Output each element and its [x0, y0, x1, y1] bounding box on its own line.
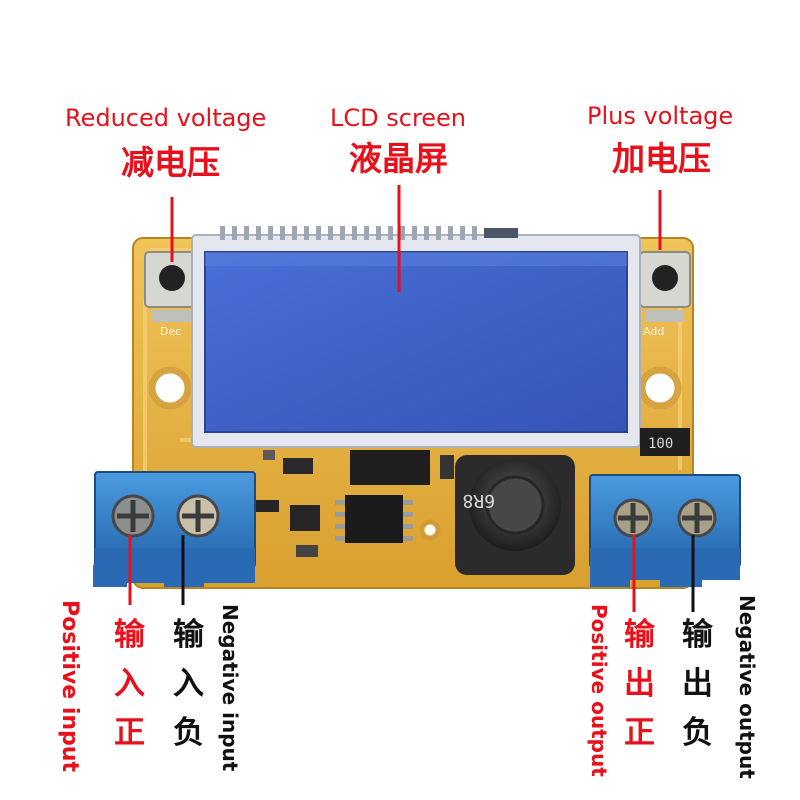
negative-input-zh-char: 入: [173, 666, 204, 702]
positive-input-zh-char: 入: [114, 666, 145, 702]
add-marking: Add: [643, 325, 664, 338]
positive-output-zh: 输 出 正: [624, 620, 655, 767]
mounting-hole-left: [148, 366, 192, 410]
positive-input-zh: 输 入 正: [114, 620, 145, 767]
positive-output-zh-char: 出: [624, 666, 655, 702]
reduce-voltage-zh: 减电压: [121, 143, 220, 182]
positive-output-zh-char: 输: [624, 617, 655, 653]
positive-output-label: Positive output: [587, 604, 611, 777]
negative-output-zh-char: 负: [682, 715, 713, 751]
mounting-hole-right: [638, 366, 682, 410]
reduce-voltage-label: Reduced voltage: [65, 104, 267, 132]
positive-input-zh-char: 输: [114, 617, 145, 653]
component-marking: 100: [648, 436, 673, 452]
negative-output-label: Negative output: [735, 595, 759, 779]
negative-input-label: Negative input: [218, 604, 242, 772]
input-terminal-block: [93, 471, 256, 587]
negative-input-zh-char: 输: [173, 617, 204, 653]
output-terminal-block: [589, 474, 741, 587]
negative-input-zh: 输 入 负: [173, 620, 204, 767]
lcd-screen-label: LCD screen: [330, 104, 467, 132]
negative-output-zh: 输 出 负: [682, 620, 713, 767]
positive-output-zh-char: 正: [624, 715, 655, 751]
negative-output-zh-char: 输: [682, 617, 713, 653]
dec-marking: Dec: [160, 325, 181, 338]
plus-voltage-zh: 加电压: [612, 139, 711, 178]
negative-output-zh-char: 出: [682, 666, 713, 702]
positive-input-zh-char: 正: [114, 715, 145, 751]
inductor-marking: 6R8: [462, 490, 495, 511]
positive-input-label: Positive input: [57, 600, 82, 772]
plus-voltage-label: Plus voltage: [587, 102, 734, 130]
lcd-screen: [204, 251, 628, 433]
lcd-screen-zh: 液晶屏: [349, 139, 448, 178]
negative-input-zh-char: 负: [173, 715, 204, 751]
